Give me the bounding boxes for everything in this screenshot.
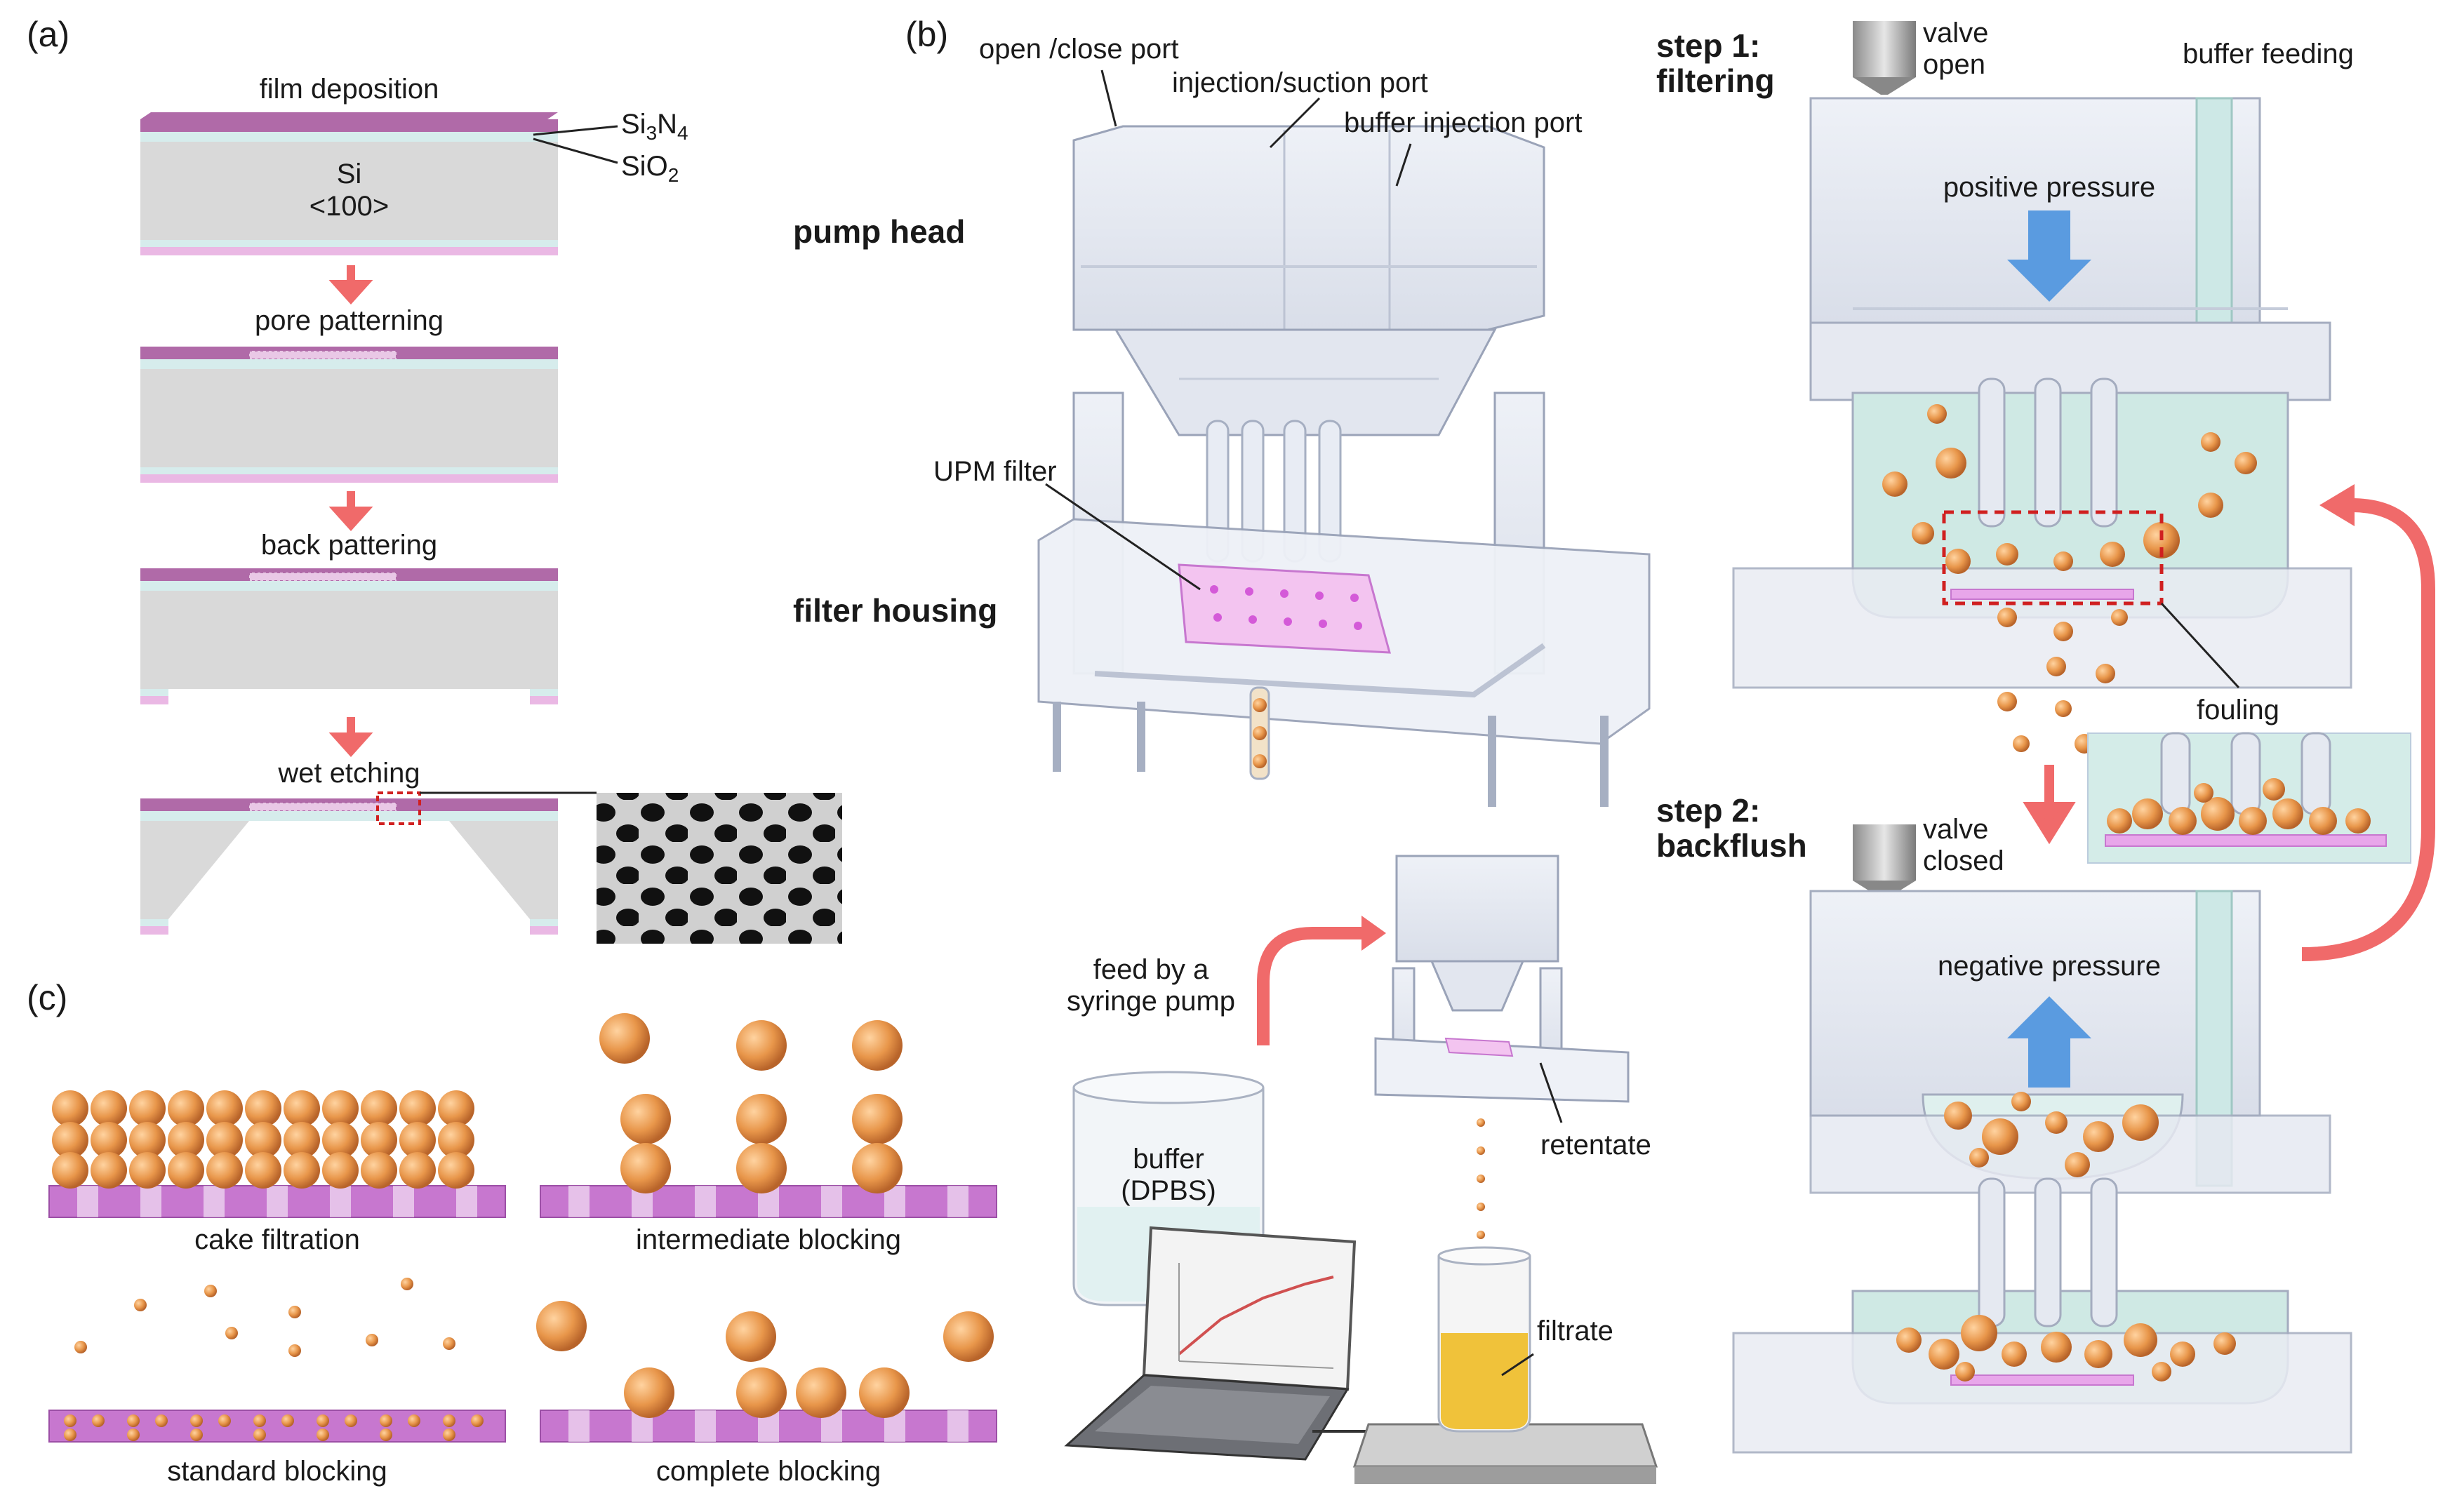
panel-label-a: (a) <box>27 15 70 54</box>
label-fouling: fouling <box>2197 695 2279 725</box>
label-step1-name: filtering <box>1656 62 1775 99</box>
panel-label-b: (b) <box>905 15 949 54</box>
fouling-inset <box>2087 732 2411 864</box>
red-arrow-icon <box>328 491 373 531</box>
blue-down-arrow-icon <box>2007 210 2091 302</box>
valve-closed-icon <box>1853 824 1916 898</box>
label-negative-pressure: negative pressure <box>1938 951 2161 982</box>
balance-with-filtrate <box>1352 1246 1658 1484</box>
panel-steps-filter-backflush <box>1732 21 2435 1454</box>
label-buffer-injection-port: buffer injection port <box>1344 107 1583 138</box>
red-arrow-icon <box>328 265 373 305</box>
wafer-stage-wet-etching <box>140 791 597 935</box>
valve-open-icon <box>1853 21 1916 95</box>
layer-si-orientation: <100> <box>309 191 389 222</box>
label-step1-number: step 1: <box>1656 27 1761 64</box>
step-back-pattering: back pattering <box>260 530 438 561</box>
label-pump-head: pump head <box>793 213 966 250</box>
pore-sem-image <box>597 793 842 944</box>
layer-si3n4-label: Si3N4 <box>621 109 688 144</box>
label-valve-open-1: valve <box>1923 18 1989 48</box>
label-standard-blocking: standard blocking <box>167 1456 387 1487</box>
standard-particles <box>64 1278 484 1441</box>
step-pore-patterning: pore patterning <box>254 305 444 336</box>
label-valve-closed-1: valve <box>1923 814 1989 845</box>
complete-particles <box>536 1301 994 1418</box>
red-arrow-icon <box>1361 916 1386 951</box>
particles-step1 <box>1882 404 2257 754</box>
wafer-stage-back-pattering <box>140 568 558 704</box>
label-positive-pressure: positive pressure <box>1943 172 2156 203</box>
red-arrow-icon <box>328 717 373 757</box>
layer-si-label: Si <box>336 159 362 189</box>
label-filter-housing: filter housing <box>793 592 998 629</box>
label-buffer-feeding: buffer feeding <box>2183 39 2354 69</box>
device-step1 <box>1732 97 2352 754</box>
layer-sio2-label: SiO2 <box>621 151 679 186</box>
step-wet-etching: wet etching <box>278 758 420 789</box>
blue-up-arrow-icon <box>2007 996 2091 1088</box>
red-down-arrow-icon <box>2023 765 2076 845</box>
label-dpbs: (DPBS) <box>1121 1175 1216 1206</box>
label-intermediate-blocking: intermediate blocking <box>636 1224 901 1255</box>
pump-head <box>1072 125 1545 675</box>
label-buffer: buffer <box>1133 1144 1204 1175</box>
label-feed-line1: feed by a <box>1093 954 1209 985</box>
particles-step2 <box>1896 1092 2236 1381</box>
label-valve-closed-2: closed <box>1923 845 2004 876</box>
label-filtrate: filtrate <box>1537 1316 1613 1346</box>
cake-particles <box>52 1090 474 1189</box>
label-step2-number: step 2: <box>1656 792 1761 829</box>
intermediate-particles <box>599 1013 903 1193</box>
wafer-stage-pore-patterning <box>140 347 558 483</box>
label-feed-line2: syringe pump <box>1066 986 1236 1017</box>
step-film-deposition: film deposition <box>259 74 439 105</box>
panel-label-c: (c) <box>27 978 68 1017</box>
label-cake-filtration: cake filtration <box>194 1224 360 1255</box>
label-complete-blocking: complete blocking <box>655 1456 881 1487</box>
filter-housing <box>1037 518 1651 807</box>
laptop-icon <box>1064 1226 1357 1461</box>
label-valve-open-2: open <box>1923 49 1985 80</box>
panel-b-device <box>1037 69 1658 1484</box>
small-device <box>1374 855 1630 1239</box>
label-upm-filter: UPM filter <box>933 456 1057 487</box>
wafer-stage-film-deposition <box>140 112 618 255</box>
panel-a-wafer-process <box>140 112 842 944</box>
label-step2-name: backflush <box>1656 827 1807 864</box>
label-retentate: retentate <box>1540 1130 1651 1160</box>
label-injection-suction-port: injection/suction port <box>1172 67 1428 98</box>
panel-c-blocking-models <box>48 1013 997 1443</box>
red-return-arrow-icon <box>2319 484 2355 526</box>
device-step2 <box>1732 890 2352 1454</box>
label-open-close-port: open /close port <box>979 34 1179 65</box>
needle-array <box>1206 420 1342 563</box>
